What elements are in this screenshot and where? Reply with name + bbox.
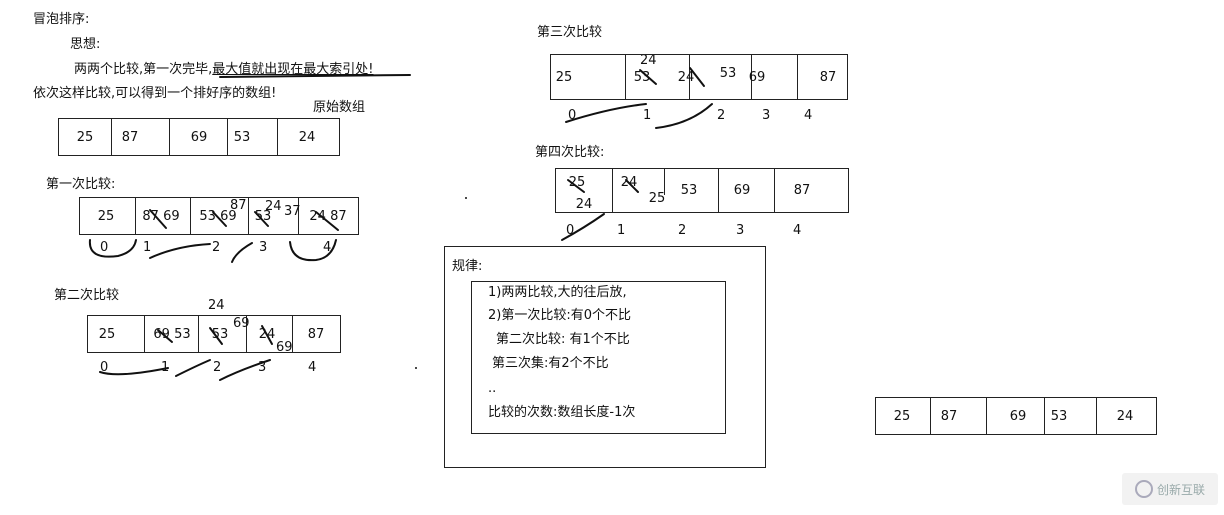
watermark-logo-icon — [1134, 480, 1153, 498]
index-label: 3 — [736, 223, 745, 238]
ink-dot — [415, 367, 417, 369]
copy-array: 25 87 69 53 24 — [875, 397, 1157, 435]
array-cell: 25 — [555, 69, 573, 85]
annotation: 24 — [265, 199, 282, 214]
rules-title: 规律: — [452, 259, 483, 274]
original-label: 原始数组 — [313, 100, 366, 115]
index-label: 0 — [566, 223, 575, 238]
pass4-label: 第四次比较: — [535, 145, 605, 160]
annotation: 87 — [230, 198, 247, 213]
index-label: 3 — [259, 240, 268, 255]
index-label: 3 — [762, 108, 771, 123]
idea-line1-a: 两两个比较,第一次完毕, — [74, 62, 213, 77]
array-cell: 25 — [98, 326, 116, 342]
idea-line1: 两两个比较,第一次完毕,最大值就出现在最大索引处! — [74, 62, 373, 78]
array-cell: 69 — [733, 183, 751, 198]
index-label: 4 — [804, 108, 813, 123]
watermark-text: 创新互联 — [1156, 482, 1205, 497]
pass2-array: 25 69 53 53 24 87 — [87, 315, 341, 353]
array-cell: 69 — [190, 129, 208, 145]
array-cell: 24 87 — [309, 208, 347, 224]
rules-item: .. — [488, 381, 497, 396]
array-cell: 87 — [121, 129, 139, 145]
pass3-label: 第三次比较 — [537, 25, 603, 40]
pass1-array: 25 87 69 53 69 53 24 87 — [79, 197, 359, 235]
index-label: 2 — [717, 108, 726, 123]
ink-arc — [655, 103, 713, 129]
annotation: 69 — [276, 340, 293, 355]
index-label: 4 — [793, 223, 802, 238]
ink-arc — [231, 242, 253, 263]
index-label: 0 — [100, 360, 109, 375]
pass2-label: 第二次比较 — [54, 288, 120, 303]
annotation: 24 — [208, 298, 225, 313]
rules-item: 第三次集:有2个不比 — [492, 356, 609, 371]
array-cell: 24 — [575, 197, 593, 212]
ink-arc — [149, 243, 211, 259]
array-cell: 69 — [1009, 408, 1027, 424]
array-cell: 87 — [307, 326, 325, 342]
array-cell: 87 — [819, 69, 837, 85]
array-cell: 25 — [648, 191, 666, 206]
rules-outer-box — [444, 246, 766, 468]
array-cell: 69 — [748, 69, 766, 85]
array-cell: 24 — [298, 129, 316, 145]
array-cell: 25 — [893, 408, 911, 424]
index-label: 3 — [258, 360, 267, 375]
ink-dot — [465, 197, 467, 199]
index-label: 1 — [143, 240, 152, 255]
index-label: 2 — [213, 360, 222, 375]
array-cell: 24 — [1116, 408, 1134, 424]
idea-line1-b: 最大值就出现在最大索引处! — [212, 62, 374, 77]
array-cell: 69 53 — [153, 326, 191, 342]
array-cell: 25 — [76, 129, 94, 145]
index-label: 1 — [161, 360, 170, 375]
ink-arc — [88, 239, 137, 258]
ink-arc — [565, 103, 647, 123]
array-cell: 53 — [719, 65, 737, 81]
ink-arc — [99, 367, 169, 376]
idea-label: 思想: — [70, 37, 101, 52]
index-label: 0 — [568, 108, 577, 123]
index-label: 0 — [100, 240, 109, 255]
title: 冒泡排序: — [33, 12, 90, 27]
pass4-array: 25 24 24 25 53 69 87 — [555, 168, 849, 213]
pass3-array: 25 53 24 53 69 87 — [550, 54, 848, 100]
pass1-label: 第一次比较: — [46, 177, 116, 192]
index-label: 4 — [323, 240, 332, 255]
array-cell: 24 — [677, 69, 695, 85]
rules-item: 1)两两比较,大的往后放, — [488, 285, 627, 300]
index-label: 1 — [643, 108, 652, 123]
annotation: 37 — [284, 204, 301, 219]
idea-line2: 依次这样比较,可以得到一个排好序的数组! — [33, 86, 277, 101]
rules-inner-box — [471, 281, 726, 434]
rules-item: 比较的次数:数组长度-1次 — [488, 405, 636, 420]
array-cell: 53 — [233, 129, 251, 145]
annotation: 24 — [640, 53, 657, 68]
array-cell: 53 — [633, 69, 651, 85]
array-cell: 24 — [620, 175, 638, 190]
array-cell: 87 — [793, 183, 811, 198]
array-cell: 25 — [97, 208, 115, 224]
index-label: 2 — [678, 223, 687, 238]
index-label: 4 — [308, 360, 317, 375]
ink-arc — [175, 359, 211, 377]
index-label: 1 — [617, 223, 626, 238]
array-cell: 87 69 — [142, 208, 180, 224]
watermark: 创新互联 — [1122, 473, 1218, 505]
annotation: 69 — [233, 316, 250, 331]
rules-item: 2)第一次比较:有0个不比 — [488, 308, 631, 323]
rules-item: 第二次比较: 有1个不比 — [496, 332, 630, 347]
array-cell: 53 — [1050, 408, 1068, 424]
array-cell: 53 — [680, 183, 698, 198]
array-cell: 87 — [940, 408, 958, 424]
original-array: 25 87 69 53 24 — [58, 118, 340, 156]
index-label: 2 — [212, 240, 221, 255]
